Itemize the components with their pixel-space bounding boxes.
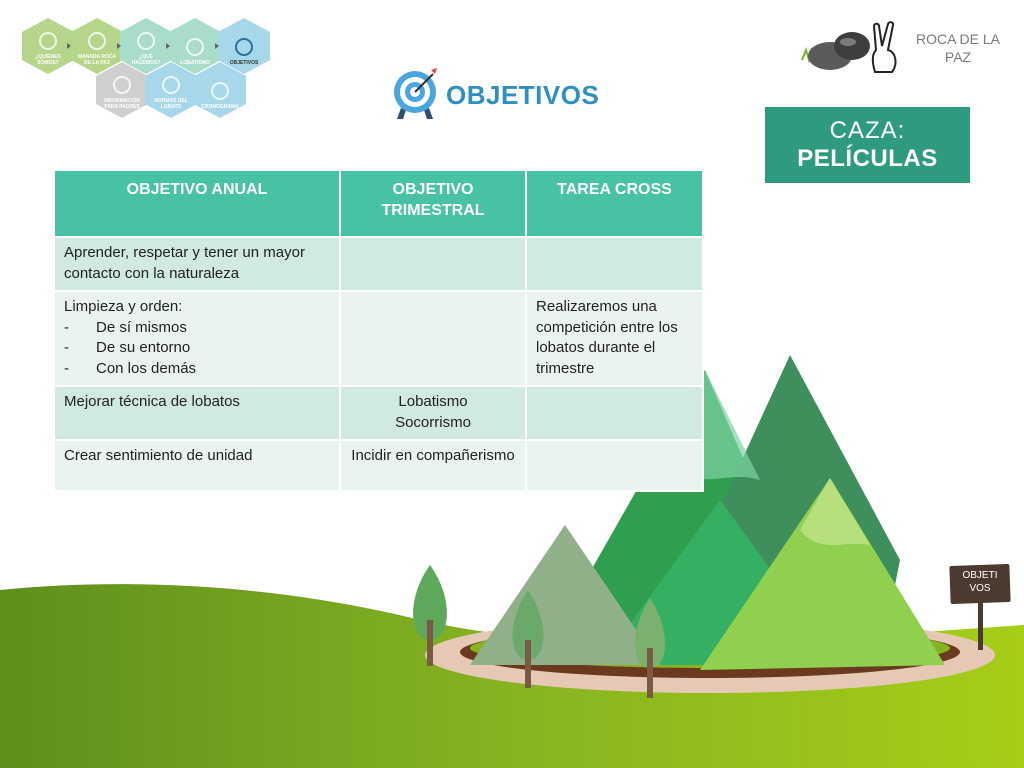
table-cell-anual: Limpieza y orden: -De sí mismos -De su e… (53, 290, 341, 387)
target-icon (394, 68, 437, 119)
badge-icon (186, 38, 204, 56)
list-item: -De su entorno (64, 339, 191, 356)
table-header-row: OBJETIVO ANUAL OBJETIVO TRIMESTRAL TAREA… (53, 169, 704, 238)
column-header: TAREA CROSS (525, 169, 704, 238)
tree (512, 590, 544, 660)
table-row: Crear sentimiento de unidad Incidir en c… (53, 439, 704, 492)
table-row: Limpieza y orden: -De sí mismos -De su e… (53, 290, 704, 387)
nav-item-lobatismo[interactable]: LOBATISMO (169, 18, 221, 74)
table-cell-anual: Crear sentimiento de unidad (53, 439, 341, 492)
table-cell-cross (525, 236, 704, 292)
nav-arrow-icon (67, 43, 71, 49)
target-icon (235, 38, 253, 56)
nav-item-cronograma[interactable]: CRONOGRAMA (194, 62, 246, 118)
table-cell-anual: Mejorar técnica de lobatos (53, 385, 341, 441)
question-icon (113, 76, 131, 94)
calendar-icon (211, 82, 229, 100)
mountain (700, 478, 945, 670)
table-cell-cross: Realizaremos una competición entre los l… (525, 290, 704, 387)
list-heading: Limpieza y orden: (64, 298, 183, 315)
brand-name: ROCA DE LA PAZ (915, 31, 1001, 65)
people-network-icon (39, 32, 57, 50)
nav-arrow-icon (215, 43, 219, 49)
table-cell-cross (525, 385, 704, 441)
tent-icon (137, 32, 155, 50)
objectives-table: OBJETIVO ANUAL OBJETIVO TRIMESTRAL TAREA… (53, 169, 704, 492)
nav-arrow-icon (117, 43, 121, 49)
table-cell-trimestral: Incidir en compañerismo (339, 439, 527, 492)
nav-item-label: INFORMACIÓN PARA PADRES (104, 98, 140, 110)
sign-post (978, 590, 983, 650)
nav-item-label: ¿QUIÉNES SOMOS? (35, 54, 61, 66)
caza-theme: PELÍCULAS (797, 145, 938, 172)
book-icon (162, 76, 180, 94)
list-item: -Con los demás (64, 359, 197, 377)
table-cell-anual: Aprender, respetar y tener un mayor cont… (53, 236, 341, 292)
nav-item-label: LOBATISMO (180, 60, 210, 66)
caza-box: CAZA: PELÍCULAS (765, 107, 970, 183)
signpost-label: OBJETI VOS (962, 570, 998, 594)
table-cell-cross (525, 439, 704, 492)
table-cell-trimestral (339, 236, 527, 292)
nav-item-label: CRONOGRAMA (201, 104, 239, 110)
nav-item-que-hacemos[interactable]: ¿QUÉ HACEMOS? (120, 18, 172, 74)
column-header: OBJETIVO TRIMESTRAL (339, 169, 527, 238)
caza-label: CAZA: (829, 117, 906, 144)
nav-item-informacion-padres[interactable]: INFORMACIÓN PARA PADRES (96, 62, 148, 118)
table-row: Aprender, respetar y tener un mayor cont… (53, 236, 704, 292)
nav-item-label: ¿QUÉ HACEMOS? (131, 54, 161, 66)
nav-item-label: NORMAS DEL LOBATO (154, 98, 188, 110)
nav-item-label: MANADA ROCA DE LA PAZ (77, 54, 117, 66)
rocks-peace-hand-icon (801, 21, 897, 73)
column-header: OBJETIVO ANUAL (53, 169, 341, 238)
nav-item-normas[interactable]: NORMAS DEL LOBATO (145, 62, 197, 118)
tree (634, 598, 666, 668)
table-cell-trimestral: Lobatismo Socorrismo (339, 385, 527, 441)
group-icon (88, 32, 106, 50)
tree (413, 565, 447, 640)
table-cell-trimestral (339, 290, 527, 387)
nav-item-label: OBJETIVOS (229, 60, 259, 66)
list-item: -De sí mismos (64, 318, 187, 336)
page-title: OBJETIVOS (446, 80, 600, 110)
table-row: Mejorar técnica de lobatos Lobatismo Soc… (53, 385, 704, 441)
nav-item-quienes-somos[interactable]: ¿QUIÉNES SOMOS? (22, 18, 74, 74)
nav-arrow-icon (166, 43, 170, 49)
